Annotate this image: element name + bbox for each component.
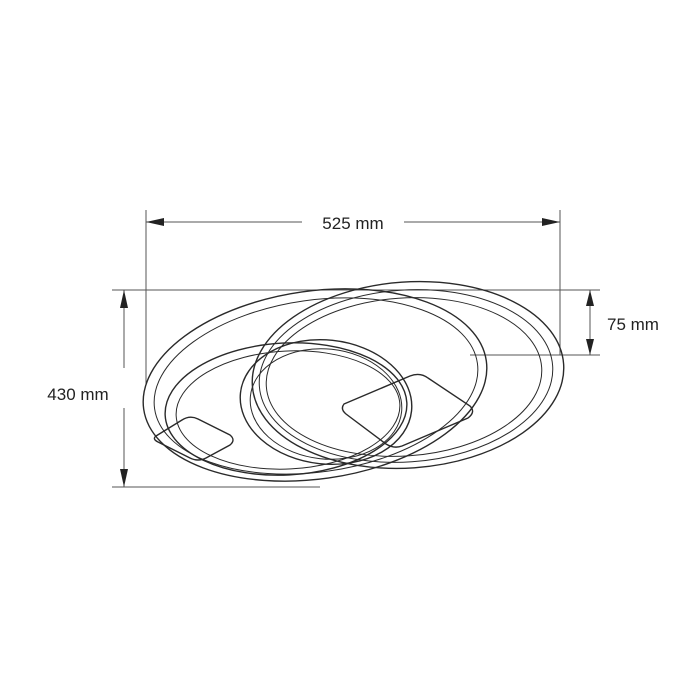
height-arrow-bottom xyxy=(586,339,594,355)
width-arrow-right xyxy=(542,218,560,226)
right-ring-mid xyxy=(258,289,554,463)
center-ring-outer xyxy=(239,338,413,466)
small-ring-inner xyxy=(175,350,401,470)
center-ring-inner xyxy=(249,348,403,460)
height-label: 75 mm xyxy=(607,315,659,334)
right-ring-inner xyxy=(265,297,543,457)
mounting-plate-left xyxy=(153,416,234,461)
width-arrow-left xyxy=(146,218,164,226)
width-dimension: 525 mm xyxy=(145,210,561,385)
mounting-plate-right xyxy=(341,373,474,448)
large-ring-inner xyxy=(153,297,479,475)
height-arrow-top xyxy=(586,290,594,306)
large-ring-outer xyxy=(142,288,488,482)
depth-dimension: 430 mm xyxy=(47,289,600,488)
depth-arrow-top xyxy=(120,290,128,308)
depth-label: 430 mm xyxy=(47,385,108,404)
height-dimension: 75 mm xyxy=(470,290,659,356)
width-label: 525 mm xyxy=(322,214,383,233)
small-ring-outer xyxy=(164,342,408,476)
ceiling-light-outline xyxy=(142,280,565,482)
depth-arrow-bottom xyxy=(120,469,128,487)
